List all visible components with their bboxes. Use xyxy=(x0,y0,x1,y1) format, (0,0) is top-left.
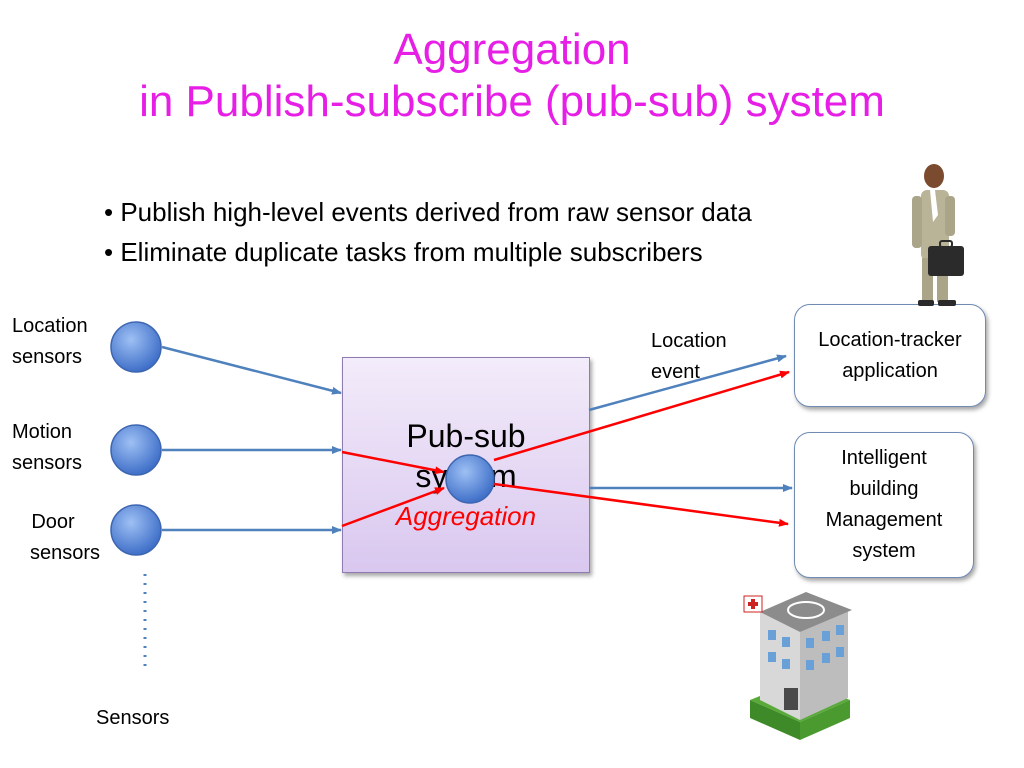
red-arrow-aggregator-to-tracker xyxy=(493,370,790,462)
pubsub-title-line: Pub-sub xyxy=(406,418,526,454)
sensors-group-label: Sensors xyxy=(96,707,170,729)
building-management-label-line: building xyxy=(849,478,919,500)
title-line-1: Aggregation xyxy=(393,25,631,74)
aggregator-node xyxy=(445,454,495,504)
location-sensors-label-line: Location xyxy=(12,315,88,337)
location-tracker-app-box: Location-tracker application xyxy=(794,304,986,407)
red-arrow-aggregator-to-building xyxy=(493,482,789,527)
bullet-item: Eliminate duplicate tasks from multiple … xyxy=(104,232,752,272)
building-management-label-line: system xyxy=(852,540,916,562)
motion-sensors-label-line: sensors xyxy=(12,452,83,474)
building-management-label-line: Intelligent xyxy=(841,447,927,469)
location-sensor-node xyxy=(110,321,162,373)
aggregation-label: Aggregation xyxy=(395,501,537,531)
door-sensors-label-line: sensors xyxy=(30,542,101,564)
location-tracker-label-line: application xyxy=(842,359,938,382)
door-sensors-label: Door sensors xyxy=(30,507,100,569)
arrow-pubsub-to-tracker xyxy=(588,354,787,412)
bullet-item: Publish high-level events derived from r… xyxy=(104,192,752,232)
arrow-location-to-pubsub xyxy=(161,345,342,395)
slide-title: Aggregation in Publish-subscribe (pub-su… xyxy=(0,24,1024,128)
title-line-2: in Publish-subscribe (pub-sub) system xyxy=(139,77,885,126)
bullet-list: Publish high-level events derived from r… xyxy=(104,192,752,272)
businessman-icon xyxy=(912,164,964,306)
location-event-label-line: event xyxy=(651,361,700,383)
door-sensors-label-line: Door xyxy=(31,511,75,533)
red-arrow-door-to-aggregator xyxy=(341,486,445,528)
location-sensors-label-line: sensors xyxy=(12,346,83,368)
red-arrow-motion-to-aggregator xyxy=(341,450,445,475)
location-tracker-label-line: Location-tracker xyxy=(818,328,962,351)
location-event-label: Location event xyxy=(651,326,727,388)
motion-sensor-node xyxy=(110,424,162,476)
motion-sensors-label: Motion sensors xyxy=(12,417,82,479)
motion-sensors-label-line: Motion xyxy=(12,421,73,443)
building-management-label-line: Management xyxy=(825,509,943,531)
building-management-box: Intelligent building Management system xyxy=(794,432,974,578)
location-sensors-label: Location sensors xyxy=(12,311,88,373)
hospital-building-icon xyxy=(743,592,852,740)
location-event-label-line: Location xyxy=(651,330,727,352)
door-sensor-node xyxy=(110,504,162,556)
